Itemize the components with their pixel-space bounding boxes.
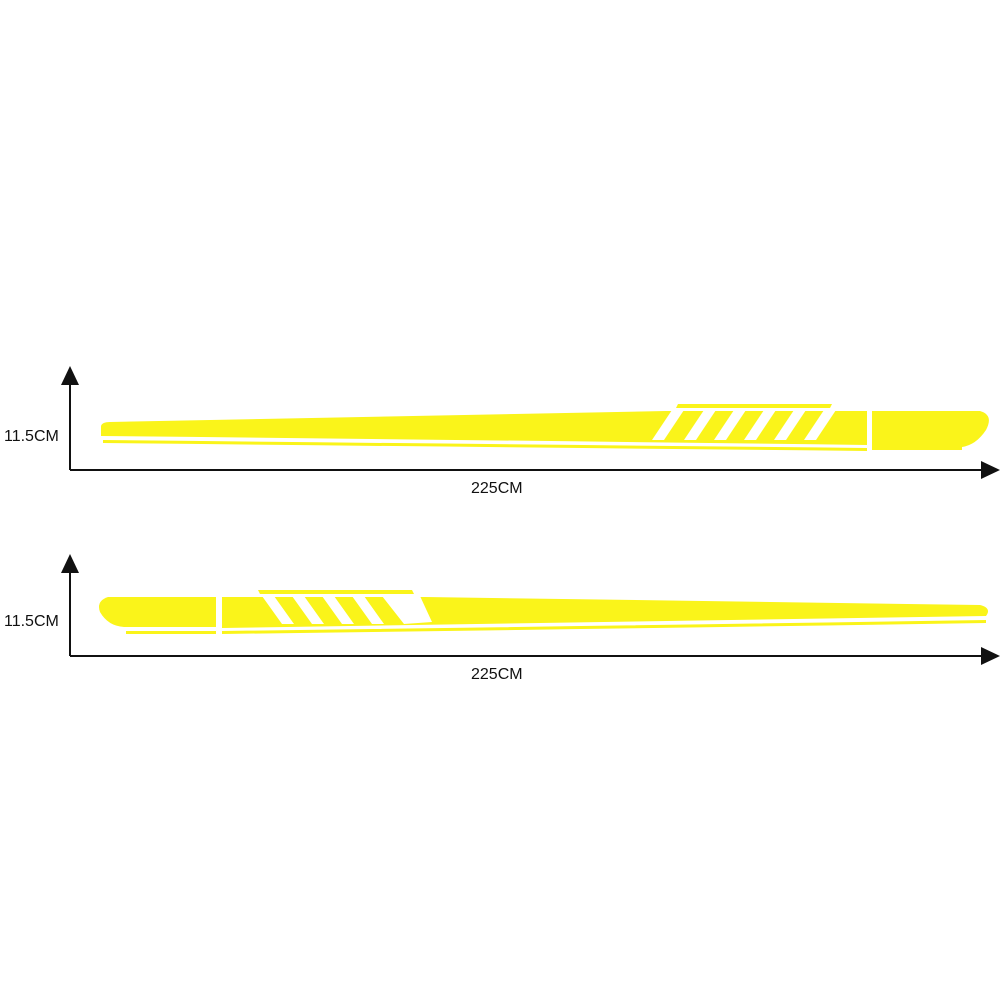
bottom-slash-cutouts <box>262 596 432 624</box>
bottom-stripe-underline <box>222 620 986 634</box>
bottom-sticker-group <box>61 554 1000 665</box>
top-sticker-group <box>61 366 1000 479</box>
top-height-label: 11.5CM <box>4 428 59 445</box>
top-stripe-nose-underline <box>872 447 962 450</box>
bottom-stripe-nose <box>99 597 216 627</box>
top-stripe-nose <box>872 411 989 447</box>
bottom-slash-accents <box>258 590 414 594</box>
bottom-height-label: 11.5CM <box>4 613 59 630</box>
top-width-label: 225CM <box>471 480 523 497</box>
top-height-arrow-icon <box>61 366 79 385</box>
top-width-arrow-icon <box>981 461 1000 479</box>
top-stripe-underline <box>103 440 867 451</box>
top-slash-accents <box>676 404 832 408</box>
bottom-width-label: 225CM <box>471 666 523 683</box>
top-slash-cutouts <box>652 410 836 440</box>
bottom-width-arrow-icon <box>981 647 1000 665</box>
bottom-stripe-nose-underline <box>126 631 216 634</box>
bottom-height-arrow-icon <box>61 554 79 573</box>
